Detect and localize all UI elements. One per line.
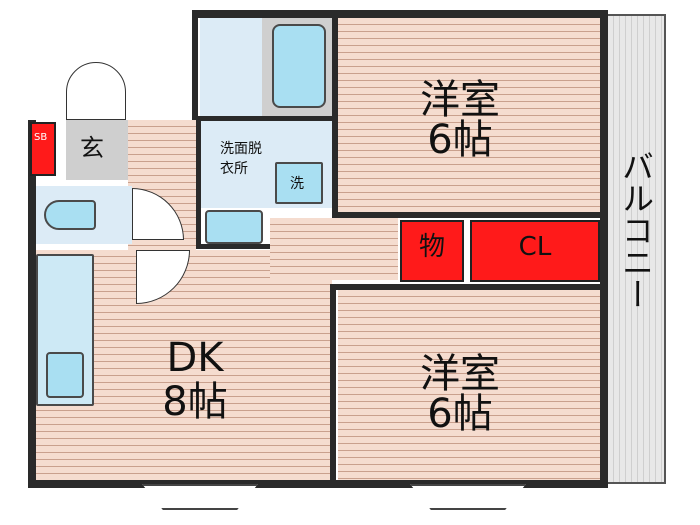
bedroom-bay-window xyxy=(410,484,526,510)
outer-wall-left xyxy=(28,120,36,488)
bedroom-bottom-wall-left xyxy=(330,286,336,480)
washroom-wall-left xyxy=(196,121,201,249)
storage-box xyxy=(400,220,464,282)
bedroom-bottom-label-1: 洋室 xyxy=(420,351,500,397)
bedroom-bottom-floor xyxy=(338,290,600,480)
outer-wall-top xyxy=(192,10,608,18)
closet-box xyxy=(470,220,600,282)
balcony xyxy=(606,14,666,484)
shoe-box xyxy=(30,122,56,176)
bedroom-top-wall-bottom xyxy=(332,212,600,218)
washer-box xyxy=(275,162,323,204)
dk-label-2: 8帖 xyxy=(162,379,228,425)
bedroom-top-floor xyxy=(338,18,600,213)
dk-bay-window xyxy=(142,484,258,510)
entrance-floor xyxy=(66,120,128,180)
outer-wall-right xyxy=(600,10,608,488)
kitchen-sink xyxy=(46,352,84,398)
entrance-label: 玄 xyxy=(80,134,104,162)
outer-wall-bottom xyxy=(28,480,608,488)
bathroom-wall-bottom xyxy=(196,116,332,121)
washbasin xyxy=(205,210,263,244)
bedroom-top-label-2: 6帖 xyxy=(427,117,493,163)
storage-label: 物 xyxy=(418,232,445,262)
bedroom-top-wall-left xyxy=(332,18,338,218)
bedroom-bottom-wall-top xyxy=(330,284,600,290)
hall-floor xyxy=(270,218,398,280)
washroom-wall-bottom xyxy=(196,244,270,249)
shoe-box-label: SB xyxy=(34,132,48,143)
bedroom-top-label-1: 洋室 xyxy=(420,77,500,123)
toilet xyxy=(44,200,96,230)
washer-label: 洗 xyxy=(290,176,304,192)
entrance-door xyxy=(66,62,126,120)
closet-label: CL xyxy=(518,232,552,262)
bathtub xyxy=(272,24,326,108)
bathroom-wall-left xyxy=(192,10,198,120)
washroom-label-1: 洗面脱 xyxy=(220,141,262,157)
dk-label-1: DK xyxy=(166,335,224,381)
balcony-label: バルコニー xyxy=(617,150,655,310)
bedroom-bottom-label-2: 6帖 xyxy=(427,391,493,437)
washroom-label-2: 衣所 xyxy=(220,161,248,177)
